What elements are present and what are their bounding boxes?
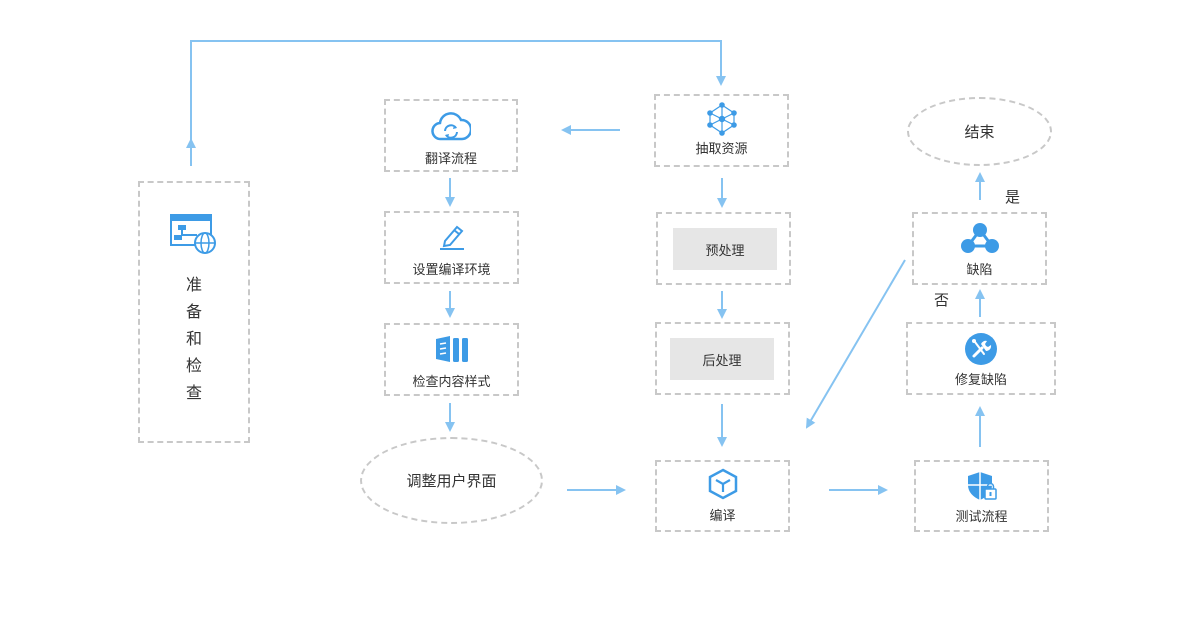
- prepare-char: 备: [185, 302, 202, 321]
- arrow-defect-to-compile: [805, 259, 906, 429]
- postprocess-label: 后处理: [670, 338, 774, 380]
- node-extract: 抽取资源: [654, 94, 789, 167]
- sitemap-globe-icon: [170, 214, 216, 254]
- node-end-label: 结束: [964, 123, 995, 141]
- node-test-flow-label: 测试流程: [955, 510, 1008, 525]
- node-defect-label: 缺陷: [966, 263, 993, 278]
- node-adjust-ui: 调整用户界面: [360, 437, 543, 524]
- prepare-char: 和: [185, 329, 202, 348]
- node-fix-defect: 修复缺陷: [906, 322, 1056, 395]
- prepare-char: 准: [185, 275, 202, 294]
- pencil-edit-icon: [439, 225, 464, 250]
- prepare-char: 查: [185, 383, 202, 402]
- node-translate-flow-label: 翻译流程: [424, 152, 477, 167]
- shield-lock-icon: [967, 472, 997, 500]
- network-nodes-icon: [706, 102, 737, 136]
- prepare-label: 准 备 和 检 查: [140, 271, 248, 406]
- arrow-prepare-to-extract: [190, 40, 726, 166]
- cloud-sync-icon: [431, 112, 471, 141]
- prepare-char: 检: [185, 356, 202, 375]
- node-check-style: 检查内容样式: [384, 323, 519, 396]
- node-compile-label: 编译: [709, 509, 736, 524]
- node-preprocess: 预处理: [656, 212, 791, 285]
- node-prepare: 准 备 和 检 查: [138, 181, 250, 443]
- node-defect: 缺陷: [912, 212, 1047, 285]
- wrench-icon: [965, 333, 997, 365]
- node-adjust-ui-label: 调整用户界面: [406, 472, 497, 490]
- book-columns-icon: [435, 336, 468, 362]
- node-set-env: 设置编译环境: [384, 211, 519, 284]
- preprocess-label: 预处理: [673, 228, 777, 270]
- node-compile: 编译: [655, 460, 790, 532]
- node-extract-label: 抽取资源: [695, 142, 748, 157]
- node-end: 结束: [907, 97, 1052, 166]
- node-fix-defect-label: 修复缺陷: [954, 373, 1007, 388]
- edge-label-no: 否: [934, 291, 950, 309]
- share-nodes-icon: [960, 223, 999, 253]
- cube-icon: [708, 468, 737, 500]
- node-set-env-label: 设置编译环境: [412, 263, 491, 278]
- node-check-style-label: 检查内容样式: [412, 375, 491, 390]
- node-postprocess: 后处理: [655, 322, 790, 395]
- node-test-flow: 测试流程: [914, 460, 1049, 532]
- edge-label-yes: 是: [1005, 188, 1021, 206]
- node-translate-flow: 翻译流程: [384, 99, 518, 172]
